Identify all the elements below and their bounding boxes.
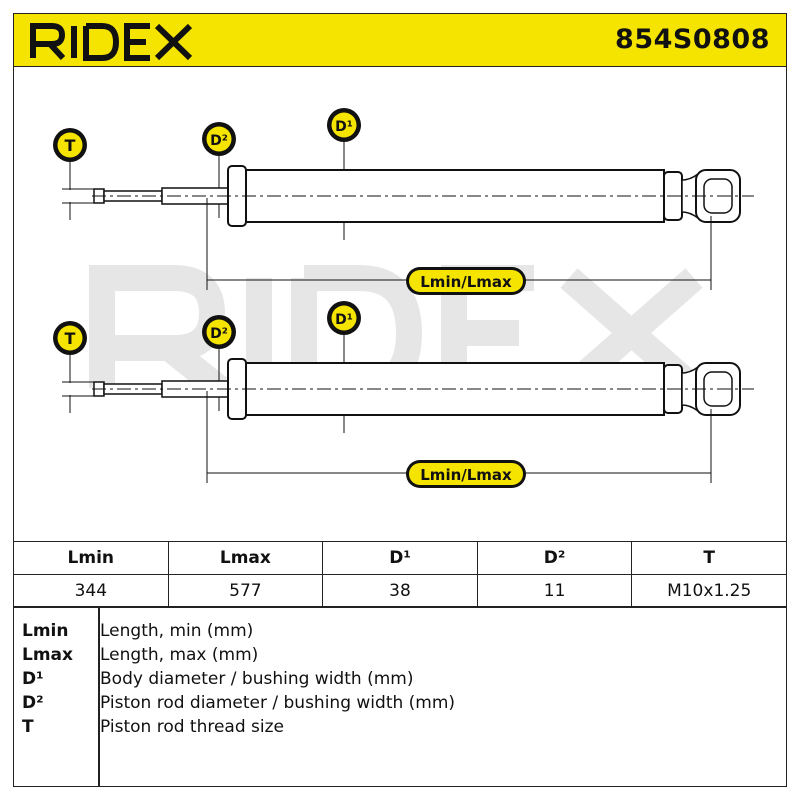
legend-description: Length, min (mm): [100, 621, 254, 641]
label-t-upper: T: [65, 136, 76, 155]
label-d2-lower: D²: [210, 326, 228, 342]
table-header-cell: D²: [476, 541, 633, 575]
legend-box: Lmin Length, min (mm) Lmax Length, max (…: [13, 606, 787, 787]
table-header-cell: Lmin: [13, 541, 169, 575]
legend-key: Lmin: [22, 621, 69, 641]
legend-item: D¹ Body diameter / bushing width (mm): [14, 667, 788, 691]
lower-shock-absorber: [92, 358, 754, 420]
badge-t-lower: T: [53, 321, 87, 355]
badge-length-upper: Lmin/Lmax: [406, 267, 526, 295]
label-t-lower: T: [65, 329, 76, 348]
legend-item: Lmax Length, max (mm): [14, 643, 788, 667]
upper-shock-absorber: [92, 165, 754, 227]
legend-divider: [98, 607, 100, 786]
table-cell: 11: [476, 574, 633, 608]
badge-length-lower: Lmin/Lmax: [406, 460, 526, 488]
label-d1-lower: D¹: [335, 312, 353, 328]
table-cell: 577: [167, 574, 324, 608]
shock-absorber-diagram: T D² D¹ Lmin/Lmax T D² D¹ Lmin/Lmax: [53, 108, 754, 488]
badge-d2-lower: D²: [202, 315, 236, 349]
legend-key: D²: [22, 693, 44, 713]
table-header-cell: Lmax: [167, 541, 324, 575]
badge-d1-upper: D¹: [327, 108, 361, 142]
label-length-lower: Lmin/Lmax: [420, 466, 512, 484]
badge-t-upper: T: [53, 128, 87, 162]
table-header-row: Lmin Lmax D¹ D² T: [13, 541, 787, 575]
label-length-upper: Lmin/Lmax: [420, 273, 512, 291]
legend-description: Piston rod thread size: [100, 717, 285, 737]
badge-d1-lower: D¹: [327, 301, 361, 335]
legend-description: Piston rod diameter / bushing width (mm): [100, 693, 456, 713]
table-cell: M10x1.25: [631, 574, 787, 608]
label-d2-upper: D²: [210, 133, 228, 149]
legend-description: Length, max (mm): [100, 645, 259, 665]
legend-description: Body diameter / bushing width (mm): [100, 669, 414, 689]
legend-key: D¹: [22, 669, 44, 689]
table-header-cell: D¹: [322, 541, 478, 575]
legend-item: D² Piston rod diameter / bushing width (…: [14, 691, 788, 715]
label-d1-upper: D¹: [335, 119, 353, 135]
legend-key: T: [22, 717, 34, 737]
legend-key: Lmax: [22, 645, 73, 665]
table-header-cell: T: [631, 541, 787, 575]
ridex-logo: [30, 23, 193, 61]
table-cell: 344: [13, 574, 169, 608]
part-number: 854S0808: [615, 24, 770, 55]
specification-table: Lmin Lmax D¹ D² T 344 577 38 11 M10x1.25: [13, 541, 787, 608]
legend-item: T Piston rod thread size: [14, 715, 788, 739]
badge-d2-upper: D²: [202, 122, 236, 156]
table-cell: 38: [322, 574, 478, 608]
legend-item: Lmin Length, min (mm): [14, 619, 788, 643]
table-row: 344 577 38 11 M10x1.25: [13, 574, 787, 608]
